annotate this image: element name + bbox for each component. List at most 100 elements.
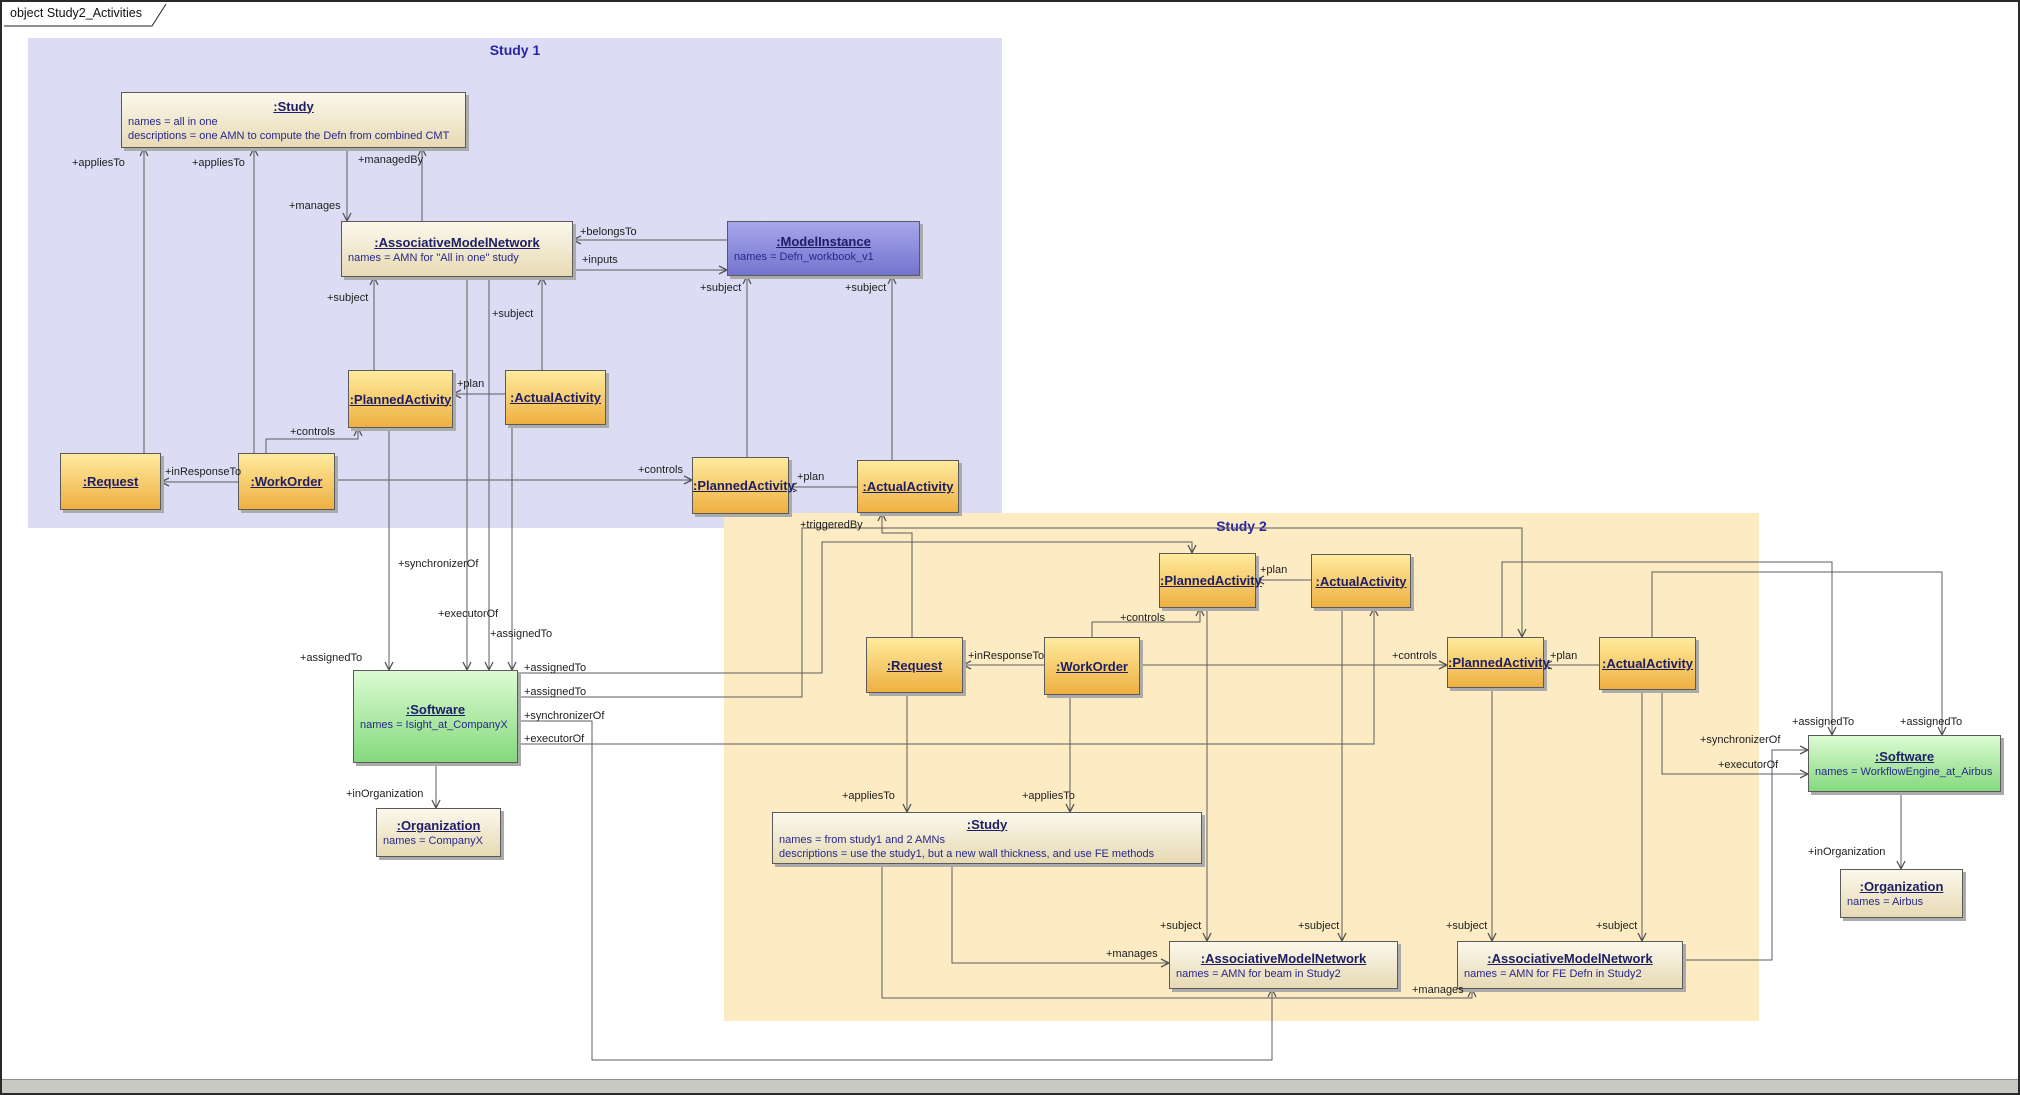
connector-triggeredBy[interactable] [882, 513, 913, 637]
object-study1-planned-activity-1[interactable]: :PlannedActivity [348, 370, 453, 428]
object-runstate: names = WorkflowEngine_at_Airbus [1815, 766, 1993, 778]
connector-label-synchronizerOf: +synchronizerOf [1700, 734, 1781, 746]
object-runstate: names = from study1 and 2 AMNs [779, 833, 945, 846]
connector-manages[interactable] [951, 864, 1169, 963]
connector-label-inputs: +inputs [582, 254, 618, 266]
connector-label-controls: +controls [290, 426, 335, 438]
connector-label-controls: +controls [1392, 650, 1437, 662]
object-title: :Software [1874, 749, 1935, 764]
connector-label-plan: +plan [457, 378, 485, 390]
connector-assignedTo[interactable] [1501, 561, 1832, 735]
connector-label-executorOf: +executorOf [1718, 759, 1779, 771]
diagram-title: object Study2_Activities [10, 6, 143, 20]
object-runstate: names = CompanyX [383, 835, 483, 847]
connector-controls[interactable] [265, 428, 358, 453]
object-title: :PlannedActivity [1160, 573, 1262, 588]
object-study1-workorder[interactable]: :WorkOrder [238, 453, 335, 510]
object-study2-actual-activity-1[interactable]: :ActualActivity [1311, 554, 1411, 608]
object-title: :ModelInstance [776, 234, 871, 249]
object-study2-actual-activity-2[interactable]: :ActualActivity [1599, 637, 1696, 690]
object-title: :AssociativeModelNetwork [1487, 950, 1653, 966]
connector-label-plan: +plan [1260, 564, 1288, 576]
connector-manages[interactable] [881, 864, 1472, 999]
connector-label-manages: +manages [1106, 948, 1158, 960]
connector-label-subject: +subject [700, 282, 742, 294]
object-study2-request[interactable]: :Request [866, 637, 963, 693]
connector-label-assignedTo: +assignedTo [490, 628, 553, 640]
object-title: :Request [886, 657, 943, 673]
connector-assignedTo[interactable] [518, 527, 1522, 698]
connector-label-assignedTo: +assignedTo [524, 686, 587, 698]
object-title: :PlannedActivity [349, 391, 452, 407]
connector-assignedTo[interactable] [518, 541, 1192, 674]
connector-executorOf[interactable] [1661, 690, 1808, 774]
object-title: :Organization [396, 818, 481, 833]
object-software-workflowengine[interactable]: :Software names = WorkflowEngine_at_Airbu… [1808, 735, 2001, 792]
connector-label-subject: +subject [492, 308, 534, 320]
object-runstate: names = Airbus [1847, 896, 1924, 908]
object-title: :Study [273, 98, 314, 114]
object-study2-workorder[interactable]: :WorkOrder [1044, 637, 1140, 695]
diagram-frame-tab: object Study2_Activities [2, 2, 142, 20]
connector-label-inOrganization: +inOrganization [1808, 846, 1886, 858]
connector-executorOf[interactable] [518, 608, 1374, 745]
connector-label-triggeredBy: +triggeredBy [800, 519, 863, 531]
connector-label-assignedTo: +assignedTo [524, 662, 587, 674]
connector-label-plan: +plan [1550, 650, 1578, 662]
connector-label-manages: +manages [289, 200, 341, 212]
object-runstate: names = AMN for "All in one" study [348, 251, 519, 264]
connector-label-subject: +subject [327, 292, 369, 304]
object-study1-actual-activity-1[interactable]: :ActualActivity [505, 370, 606, 425]
connector-synchronizerOf[interactable] [518, 720, 1272, 1061]
object-title: :WorkOrder [1056, 658, 1128, 674]
object-study1-actual-activity-2[interactable]: :ActualActivity [857, 460, 959, 513]
connector-label-subject: +subject [1160, 920, 1202, 932]
connector-label-subject: +subject [1446, 920, 1488, 932]
connector-label-manages: +manages [1412, 984, 1464, 996]
object-title: :Study [966, 816, 1008, 832]
connector-label-managedBy: +managedBy [358, 154, 424, 166]
connector-label-appliesTo: +appliesTo [1022, 790, 1075, 802]
connector-label-assignedTo: +assignedTo [1900, 716, 1963, 728]
object-study1-request[interactable]: :Request [60, 453, 161, 510]
boundary-study1-label: Study 1 [489, 42, 541, 58]
connector-label-controls: +controls [1120, 612, 1165, 624]
connector-synchronizerOf[interactable] [1683, 750, 1808, 961]
connector-label-subject: +subject [1596, 920, 1638, 932]
connector-label-assignedTo: +assignedTo [1792, 716, 1855, 728]
connector-label-appliesTo: +appliesTo [842, 790, 895, 802]
connector-label-executorOf: +executorOf [438, 608, 499, 620]
object-title: :ActualActivity [509, 390, 602, 405]
object-title: :Request [82, 474, 139, 489]
object-title: :AssociativeModelNetwork [1200, 950, 1367, 966]
object-title: :ActualActivity [1601, 656, 1694, 671]
object-title: :AssociativeModelNetwork [374, 234, 540, 250]
connector-assignedTo[interactable] [1651, 571, 1942, 735]
connector-label-inResponseTo: +inResponseTo [165, 466, 242, 478]
connector-controls[interactable] [1091, 608, 1200, 637]
object-organization-companyx[interactable]: :Organization names = CompanyX [376, 808, 501, 857]
object-study2-planned-activity-2[interactable]: :PlannedActivity [1447, 637, 1550, 688]
object-runstate: names = Isight_at_CompanyX [360, 719, 508, 731]
connector-label-controls: +controls [638, 464, 683, 476]
object-study1-planned-activity-2[interactable]: :PlannedActivity [692, 457, 795, 514]
bottom-scrollbar[interactable] [2, 1079, 2018, 1093]
object-runstate: descriptions = one AMN to compute the De… [128, 129, 450, 142]
object-study2-planned-activity-1[interactable]: :PlannedActivity [1159, 553, 1262, 608]
object-runstate: names = all in one [128, 115, 218, 128]
connector-label-inOrganization: +inOrganization [346, 788, 424, 800]
connector-label-synchronizerOf: +synchronizerOf [524, 710, 605, 722]
connector-label-synchronizerOf: +synchronizerOf [398, 558, 479, 570]
connector-label-subject: +subject [845, 282, 887, 294]
connector-label-executorOf: +executorOf [524, 733, 585, 745]
